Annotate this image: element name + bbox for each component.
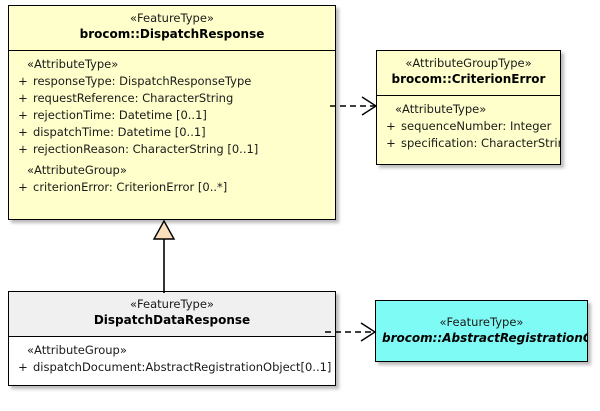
visibility-marker: + bbox=[18, 91, 28, 105]
dependency-dispatch-response-to-criterion-error bbox=[330, 93, 382, 119]
class-name: brocom::AbstractRegistrationObject bbox=[382, 331, 587, 345]
attribute-group-label: «AttributeType» bbox=[395, 102, 487, 116]
class-stereotype: «AttributeGroupType» bbox=[405, 56, 532, 70]
attribute-label: dispatchTime: Datetime [0..1] bbox=[33, 125, 206, 139]
dependency-dispatch-data-response-to-abstract-registration-object bbox=[325, 319, 381, 345]
class-name: brocom::DispatchResponse bbox=[79, 27, 265, 41]
open-arrowhead-icon bbox=[361, 96, 378, 116]
attribute-label: responseType: DispatchResponseType bbox=[33, 74, 252, 88]
attribute-row[interactable]: + requestReference: CharacterString bbox=[13, 90, 331, 107]
visibility-marker: + bbox=[386, 119, 396, 133]
attribute-group-label: «AttributeType» bbox=[27, 57, 119, 71]
class-stereotype: «FeatureType» bbox=[130, 297, 214, 311]
visibility-marker: + bbox=[18, 125, 28, 139]
class-box-dispatch-data-response[interactable]: «FeatureType» DispatchDataResponse «Attr… bbox=[8, 291, 336, 386]
class-body-dispatch-response: «AttributeType» + responseType: Dispatch… bbox=[9, 51, 335, 219]
visibility-marker: + bbox=[18, 142, 28, 156]
attribute-label: criterionError: CriterionError [0..*] bbox=[33, 180, 228, 194]
attribute-row[interactable]: + dispatchTime: Datetime [0..1] bbox=[13, 124, 331, 141]
class-header-dispatch-response: «FeatureType» brocom::DispatchResponse bbox=[9, 6, 335, 51]
class-name: DispatchDataResponse bbox=[93, 313, 251, 327]
attribute-row[interactable]: + dispatchDocument:AbstractRegistrationO… bbox=[13, 359, 331, 376]
class-body-dispatch-data-response: «AttributeGroup» + dispatchDocument:Abst… bbox=[9, 337, 335, 385]
attribute-label: requestReference: CharacterString bbox=[33, 91, 234, 105]
attribute-label: specification: CharacterString bbox=[401, 136, 561, 150]
visibility-marker: + bbox=[18, 74, 28, 88]
hollow-triangle-icon bbox=[152, 219, 176, 240]
visibility-marker: + bbox=[18, 108, 28, 122]
class-body-criterion-error: «AttributeType» + sequenceNumber: Intege… bbox=[377, 96, 560, 164]
class-box-abstract-registration-object[interactable]: «FeatureType» brocom::AbstractRegistrati… bbox=[375, 300, 588, 362]
class-stereotype: «FeatureType» bbox=[439, 315, 524, 329]
attribute-group-label: «AttributeGroup» bbox=[27, 343, 127, 357]
class-box-criterion-error[interactable]: «AttributeGroupType» brocom::CriterionEr… bbox=[376, 50, 561, 165]
class-name: brocom::CriterionError bbox=[391, 72, 546, 86]
attribute-label: sequenceNumber: Integer bbox=[401, 119, 552, 133]
attribute-row[interactable]: + rejectionTime: Datetime [0..1] bbox=[13, 107, 331, 124]
generalization-dispatch-data-response-to-dispatch-response bbox=[150, 219, 178, 293]
open-arrowhead-icon bbox=[360, 322, 377, 342]
attribute-label: dispatchDocument:AbstractRegistrationObj… bbox=[33, 360, 332, 374]
class-stereotype: «FeatureType» bbox=[130, 11, 214, 25]
visibility-marker: + bbox=[18, 180, 28, 194]
attribute-row[interactable]: + specification: CharacterString bbox=[381, 135, 560, 152]
attribute-group-label: «AttributeGroup» bbox=[27, 163, 127, 177]
attribute-label: rejectionTime: Datetime [0..1] bbox=[33, 108, 207, 122]
visibility-marker: + bbox=[18, 360, 28, 374]
class-box-dispatch-response[interactable]: «FeatureType» brocom::DispatchResponse «… bbox=[8, 5, 336, 220]
attribute-row[interactable]: + sequenceNumber: Integer bbox=[381, 118, 556, 135]
class-header-criterion-error: «AttributeGroupType» brocom::CriterionEr… bbox=[377, 51, 560, 96]
attribute-label: rejectionReason: CharacterString [0..1] bbox=[33, 142, 259, 156]
attribute-row[interactable]: + rejectionReason: CharacterString [0..1… bbox=[13, 141, 331, 158]
attribute-row[interactable]: + criterionError: CriterionError [0..*] bbox=[13, 179, 331, 196]
class-header-dispatch-data-response: «FeatureType» DispatchDataResponse bbox=[9, 292, 335, 337]
class-header-abstract-registration-object: «FeatureType» brocom::AbstractRegistrati… bbox=[376, 301, 587, 361]
attribute-row[interactable]: + responseType: DispatchResponseType bbox=[13, 73, 331, 90]
visibility-marker: + bbox=[386, 136, 396, 150]
